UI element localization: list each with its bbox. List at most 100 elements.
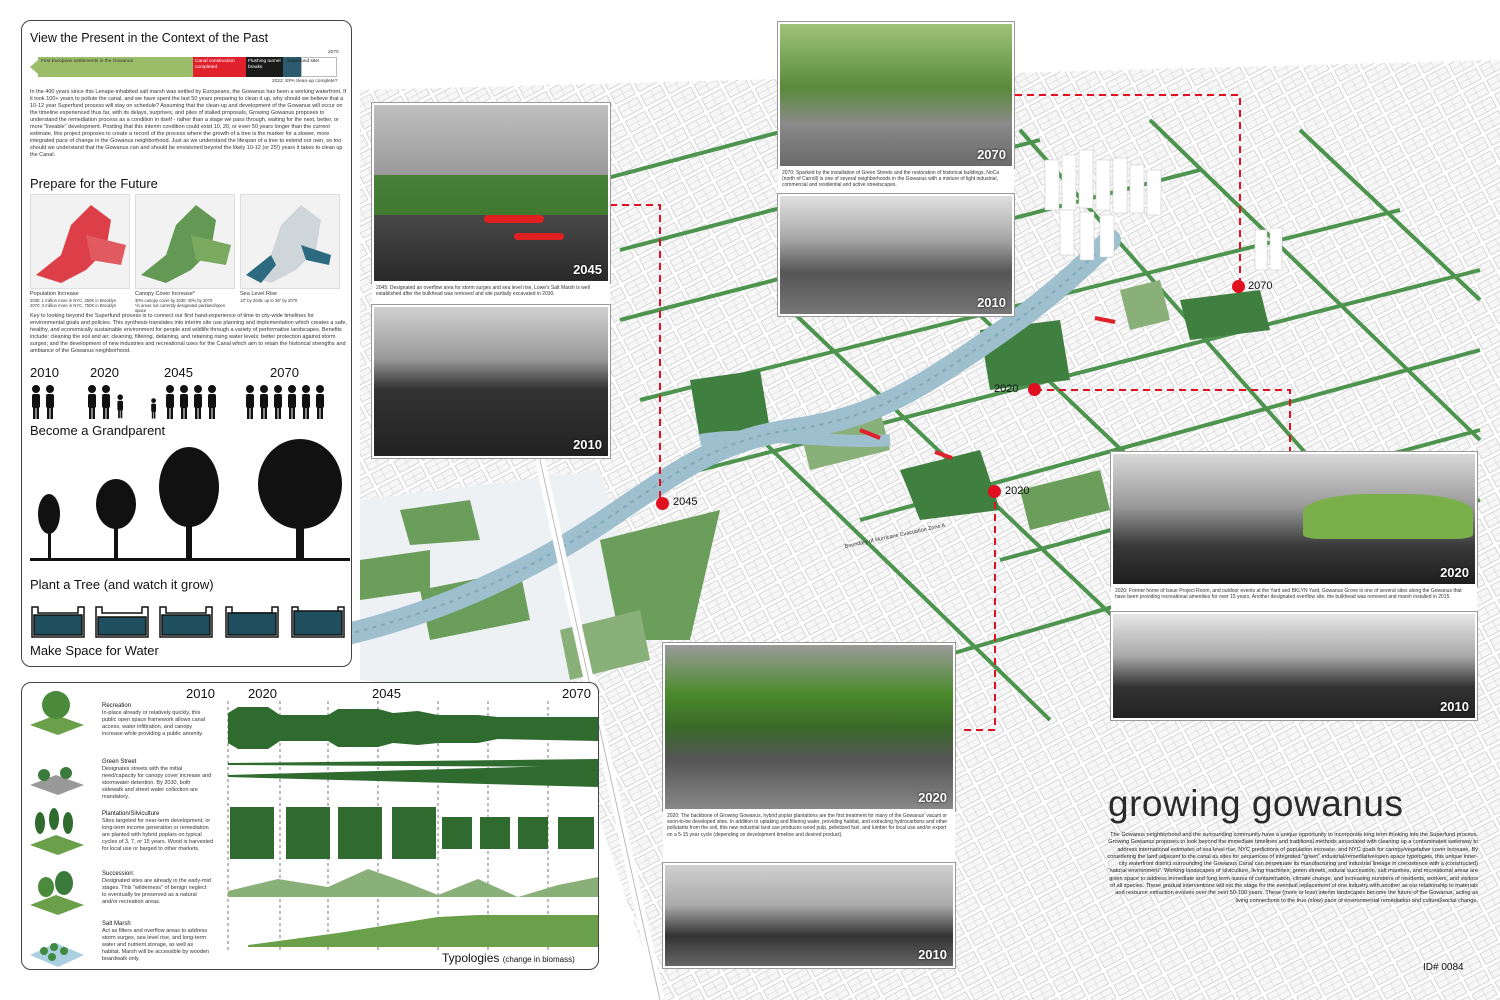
context-title: View the Present in the Context of the P…: [30, 31, 269, 45]
typology-recreation-desc: In-place already or relatively quickly, …: [102, 710, 206, 737]
map-population-title: Population Increase: [30, 291, 79, 297]
typology-salt-marsh-desc: Act as filters and overflow areas to add…: [102, 928, 210, 962]
timeline-label-1962: Flushing tunnel breaks: [248, 59, 281, 70]
typology-plantation-desc: Sites targeted for near-term development…: [102, 818, 214, 852]
timeline-year-1620: 1620: [41, 50, 53, 56]
photo-2070[interactable]: 2070: [778, 22, 1014, 168]
photo-2020-grove[interactable]: 2020: [1111, 452, 1477, 586]
history-timeline: 1620 First European settlements in the G…: [30, 50, 350, 85]
succession-band: [228, 869, 598, 897]
map-population-note: 2030: 1 million more in NYC, 250K in Bro…: [30, 298, 117, 308]
grandparent-label: Become a Grandparent: [30, 423, 166, 438]
photo-2020-grove-year: 2020: [1440, 565, 1469, 580]
photo-2045-year: 2045: [573, 262, 602, 277]
typology-plantation: Plantation/Silviculture Sites targeted f…: [102, 811, 214, 853]
people-year-2020: 2020: [90, 365, 119, 380]
green-street-band-1: [228, 759, 598, 767]
photo-2070-caption: 2070: Sparked by the installation of Gre…: [778, 168, 1014, 194]
timeline-segment-1962: [246, 57, 283, 77]
typology-green-street-name: Green Street: [102, 759, 137, 765]
photo-2020-grove-caption: 2020: Former home of Issue Project Room,…: [1111, 586, 1477, 612]
timeline-label-2010: Superfund site!: [287, 59, 320, 64]
water-label: Make Space for Water: [30, 643, 159, 658]
typology-succession: Succession: Designated sites are already…: [102, 871, 212, 906]
timeline-year-2070: 2070: [328, 50, 339, 55]
typologies-footer-main: Typologies: [442, 951, 500, 965]
recreation-band: [228, 707, 598, 749]
photo-2045[interactable]: 2045: [372, 103, 610, 283]
typology-recreation-name: Recreation: [102, 703, 132, 709]
typ-year-2010: 2010: [186, 686, 215, 701]
map-canopy-title: Canopy Cover Increase*: [135, 291, 195, 297]
typology-green-street: Green Street Designates streets with the…: [102, 759, 212, 801]
map-population: [30, 194, 130, 289]
photo-2020-grove-before[interactable]: 2010: [1111, 612, 1477, 720]
marker-2070[interactable]: [1232, 280, 1245, 293]
water-space-graphic: [31, 606, 345, 638]
people-year-2045: 2045: [164, 365, 193, 380]
salt-marsh-band: [248, 915, 598, 947]
photo-2020-plantation-before[interactable]: 2010: [663, 863, 955, 968]
map-canopy-note: 30% canopy cover by 2030; 40% by 2070 *i…: [135, 298, 226, 313]
id-label: ID# 0084: [1423, 962, 1464, 973]
main-description: The Gowanus neighborhood and the surroun…: [1107, 832, 1478, 904]
map-canopy: [135, 194, 235, 289]
photo-2020-grove-before-year: 2010: [1440, 699, 1469, 714]
map-sea-level: [240, 194, 340, 289]
typology-salt-marsh: Salt Marsh Act as filters and overflow a…: [102, 921, 212, 963]
prepare-heading: Prepare for the Future: [30, 176, 158, 191]
plantation-blocks: [230, 807, 594, 859]
photo-2070-before[interactable]: 2010: [778, 194, 1014, 316]
biomass-chart: [227, 701, 598, 951]
photo-2070-before-year: 2010: [977, 295, 1006, 310]
timeline-note: 2022: EPA clean-up complete?: [272, 79, 338, 84]
photo-2020-plantation-before-year: 2010: [918, 947, 947, 962]
photo-2020-plantation-year: 2020: [918, 790, 947, 805]
marker-label-2020-lower: 2020: [1005, 485, 1030, 497]
photo-2045-caption: 2045: Designated an overflow area for st…: [372, 283, 610, 305]
people-icons: [32, 385, 324, 419]
photo-2020-plantation[interactable]: 2020: [663, 643, 955, 811]
people-year-2010: 2010: [30, 365, 59, 380]
photo-2020-plantation-caption: 2020: The backbone of Growing Gowanus, h…: [663, 811, 955, 863]
map-sea-title: Sea Level Rise: [240, 291, 277, 297]
context-panel: View the Present in the Context of the P…: [21, 20, 352, 667]
timeline-segment-2010: [283, 57, 301, 77]
main-title: growing gowanus: [1108, 783, 1404, 824]
marker-2020-upper[interactable]: [1028, 383, 1041, 396]
typology-succession-desc: Designated sites are already in the earl…: [102, 878, 211, 905]
typology-plantation-name: Plantation/Silviculture: [102, 811, 160, 817]
marker-label-2045: 2045: [673, 496, 698, 508]
marker-label-2020-upper: 2020: [994, 383, 1019, 395]
tree-growth-graphic: [30, 439, 350, 561]
timeline-year-1860: 1860: [195, 50, 206, 55]
typology-salt-marsh-name: Salt Marsh: [102, 921, 131, 927]
intro-text: In the 400 years since this Lenape-inhab…: [30, 89, 347, 158]
timeline-segment-1620: [38, 57, 193, 77]
marker-2020-lower[interactable]: [988, 485, 1001, 498]
typologies-footer: Typologies (change in biomass): [442, 951, 575, 965]
typology-recreation: Recreation In-place already or relativel…: [102, 703, 212, 738]
typology-green-street-desc: Designates streets with the initial need…: [102, 766, 212, 800]
typology-icons: [30, 691, 84, 967]
typologies-footer-sub: (change in biomass): [502, 955, 575, 964]
people-year-2070: 2070: [270, 365, 299, 380]
canopy-map-graphic: [141, 205, 231, 283]
photo-2070-year: 2070: [977, 147, 1006, 162]
timeline-year-1962: 1962: [248, 50, 259, 55]
marker-2045[interactable]: [656, 497, 669, 510]
photo-2045-before-year: 2010: [573, 437, 602, 452]
typ-year-2070: 2070: [562, 686, 591, 701]
map-sea-note: 13" by 2045; up to 36" by 2070: [240, 298, 298, 303]
timeline-year-2010: 2010: [285, 50, 296, 55]
timeline-label-1860: Canal construction completed: [195, 59, 235, 70]
typ-year-2020: 2020: [248, 686, 277, 701]
typology-succession-name: Succession:: [102, 871, 135, 877]
population-map-graphic: [36, 205, 126, 283]
sea-level-map-graphic: [246, 205, 331, 283]
typ-year-2045: 2045: [372, 686, 401, 701]
marker-label-2070: 2070: [1248, 280, 1273, 292]
typologies-panel: 2010 2020 2045 2070 Recreation In-place …: [21, 682, 599, 970]
timeline-segment-1860: [193, 57, 246, 77]
photo-2045-before[interactable]: 2010: [372, 305, 610, 458]
